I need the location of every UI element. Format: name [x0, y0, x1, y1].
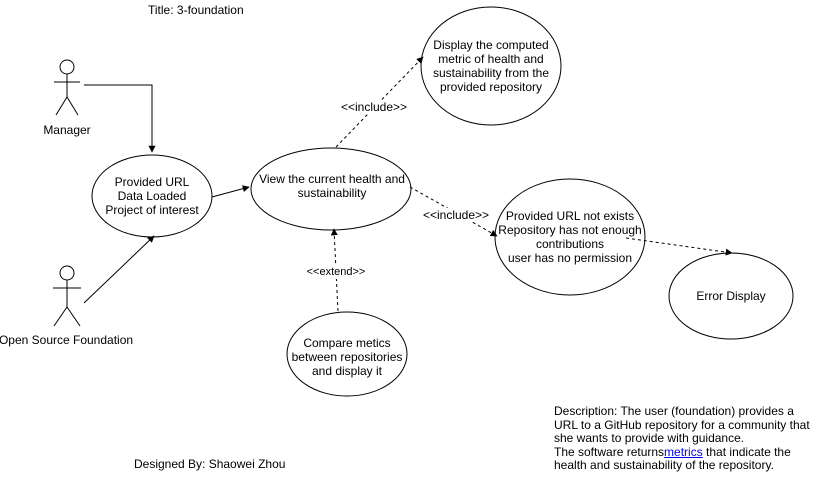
provided-to-view-arrow — [211, 185, 250, 198]
foundation-actor — [53, 265, 81, 327]
extend-label: <<extend>> — [306, 265, 366, 279]
diagram-title: Title: 3-foundation — [148, 3, 244, 17]
include-right-label: <<include>> — [422, 208, 490, 222]
url-errors-label: Provided URL not exists Repository has n… — [498, 209, 642, 265]
manager-label: Manager — [43, 123, 91, 137]
designer-credit: Designed By: Shaowei Zhou — [134, 457, 286, 471]
description-line2-post: that indicate the health and sustainabil… — [554, 444, 791, 472]
foundation-association-arrow — [83, 235, 155, 304]
extend-arrow — [330, 228, 339, 312]
include-top-label: <<include>> — [340, 100, 408, 114]
description-line2-pre: The software returns — [554, 444, 665, 459]
display-metric-usecase — [420, 6, 562, 126]
manager-actor — [54, 59, 80, 116]
url-errors-usecase — [494, 178, 646, 296]
compare-usecase — [286, 311, 408, 397]
manager-association-arrow — [84, 84, 156, 153]
description-text: Description: The user (foundation) provi… — [554, 404, 816, 473]
view-health-label: View the current health and sustainabili… — [259, 172, 405, 200]
metrics-link[interactable]: metrics — [664, 444, 703, 459]
description-line1: Description: The user (foundation) provi… — [554, 404, 810, 445]
display-metric-label: Display the computed metric of health an… — [432, 38, 550, 94]
foundation-label: Open Source Foundation — [0, 333, 134, 347]
error-display-label: Error Display — [696, 289, 766, 303]
provided-url-label: Provided URL Data Loaded Project of inte… — [105, 175, 199, 217]
compare-label: Compare metics between repositories and … — [291, 336, 403, 378]
associations — [83, 84, 250, 304]
